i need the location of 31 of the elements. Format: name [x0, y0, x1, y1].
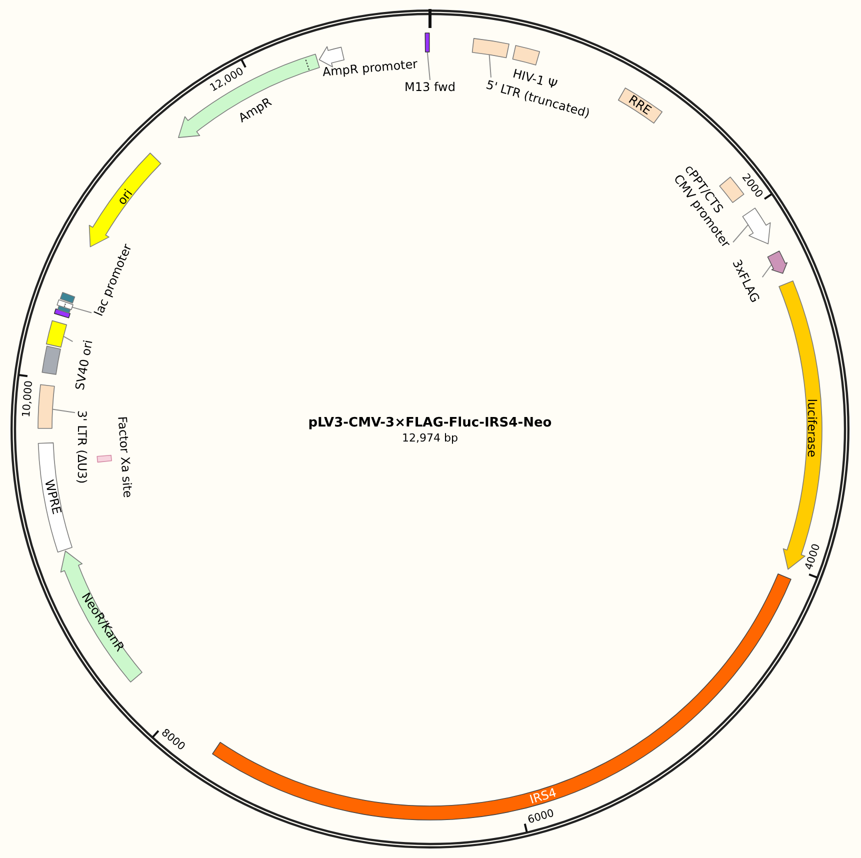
- leader-line: [762, 264, 772, 278]
- plasmid-size: 12,974 bp: [402, 432, 458, 444]
- feature-box: [471, 37, 511, 59]
- leader-line: [732, 224, 749, 243]
- feature-box: [37, 383, 56, 430]
- directional-feature: [741, 207, 772, 245]
- feature-label: AmpR promoter: [322, 56, 418, 80]
- feature-label: Factor Xa site: [115, 416, 135, 498]
- feature-label: M13 fwd: [404, 80, 456, 94]
- feature-box: [56, 298, 75, 311]
- leader-line: [72, 306, 92, 314]
- directional-feature: [766, 250, 789, 275]
- plasmid-name: pLV3-CMV-3×FLAG-Fluc-IRS4-Neo: [308, 416, 552, 430]
- leader-line: [63, 336, 74, 342]
- position-label: 4000: [802, 542, 823, 572]
- feature-label: WPRE: [42, 478, 64, 516]
- leader-line: [52, 408, 76, 414]
- feature-label: SV40 ori: [72, 338, 96, 392]
- leader-line: [488, 54, 492, 78]
- feature-box: [45, 319, 68, 349]
- position-label: 6000: [526, 807, 556, 827]
- feature-label: ori: [114, 186, 136, 208]
- feature-label: luciferase: [805, 398, 819, 458]
- feature-label: RRE: [626, 92, 654, 118]
- leader-line: [426, 52, 430, 80]
- feature-label: 3' LTR (ΔU3): [75, 410, 89, 484]
- feature-label: IRS4: [528, 785, 558, 807]
- feature-box: [59, 291, 76, 305]
- feature-box: [41, 345, 62, 376]
- position-label: 10,000: [20, 380, 36, 418]
- primer-bar: [424, 32, 431, 54]
